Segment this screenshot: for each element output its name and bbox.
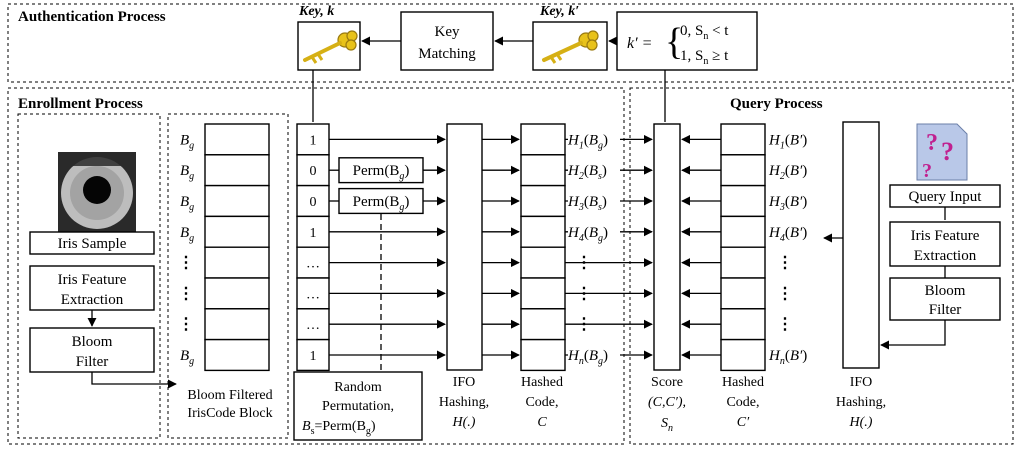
iris-sample-label: Iris Sample xyxy=(58,236,127,252)
score-line1: Score xyxy=(651,375,683,390)
hashed-enroll-line3: C xyxy=(537,415,547,430)
hashed-query-cell xyxy=(721,340,765,371)
svg-text:?: ? xyxy=(922,160,932,182)
hashed-query-cell xyxy=(721,309,765,340)
key-k-prime-label: Key, k′ xyxy=(539,4,579,19)
hashed-enroll-line2: Code, xyxy=(525,395,558,410)
iris-pupil xyxy=(83,176,111,204)
hash-output-query: Hn(B′) xyxy=(768,348,807,367)
query-input-label: Query Input xyxy=(909,189,983,205)
bloom-block-cell xyxy=(205,186,269,217)
svg-text:?: ? xyxy=(926,130,938,156)
hashed-query-cell xyxy=(721,247,765,278)
key-bit-value: 0 xyxy=(310,195,317,210)
query-feature-line2: Extraction xyxy=(914,248,977,264)
hashed-query-cell xyxy=(721,216,765,247)
hash-output-query: H1(B′) xyxy=(768,132,807,151)
bloom-block-cell xyxy=(205,155,269,186)
bg-label: Bg xyxy=(180,163,194,182)
query-bloom-line2: Filter xyxy=(929,302,962,318)
key-bit-value: 1 xyxy=(310,349,317,364)
ellipsis-vertical: ⋮ xyxy=(777,255,793,272)
hash-output-query: H4(B′) xyxy=(768,225,807,244)
hashed-enroll-cell xyxy=(521,186,565,217)
bloom-block-cell xyxy=(205,247,269,278)
hashed-query-cell xyxy=(721,278,765,309)
ellipsis-vertical: ⋮ xyxy=(178,255,194,272)
hashed-enroll-cell xyxy=(521,155,565,186)
iris-feature-line1: Iris Feature xyxy=(58,272,127,288)
bloom-block-cell xyxy=(205,340,269,371)
hashed-enroll-cell xyxy=(521,278,565,309)
ifo-query-line2: Hashing, xyxy=(836,395,886,410)
hash-output-query: H2(B′) xyxy=(768,163,807,182)
bg-label: Bg xyxy=(180,132,194,151)
key-matching-line2: Matching xyxy=(418,46,476,62)
hashed-query-cell xyxy=(721,124,765,155)
query-title: Query Process xyxy=(730,96,823,112)
ifo-hashing-query-box xyxy=(843,122,879,368)
svg-text:?: ? xyxy=(941,137,954,166)
query-bloom-line1: Bloom xyxy=(925,283,966,299)
key-k-label: Key, k xyxy=(298,4,334,19)
hashed-enroll-line1: Hashed xyxy=(521,375,563,390)
hashed-query-cell xyxy=(721,186,765,217)
arrow-bloom-to-block xyxy=(92,372,176,384)
key-bit-value: 1 xyxy=(310,133,317,148)
formula-lhs: k′ = xyxy=(627,35,652,52)
authentication-title: Authentication Process xyxy=(18,9,166,25)
key-matching-line1: Key xyxy=(435,24,460,40)
ifo-enroll-line2: Hashing, xyxy=(439,395,489,410)
bloom-block-caption1: Bloom Filtered xyxy=(187,388,272,403)
ellipsis-vertical: ⋮ xyxy=(576,255,592,272)
ifo-query-line1: IFO xyxy=(850,375,873,390)
ifo-query-line3: H(.) xyxy=(849,415,873,430)
iris-feature-line2: Extraction xyxy=(61,292,124,308)
ifo-enroll-line3: H(.) xyxy=(452,415,476,430)
bg-label: Bg xyxy=(180,225,194,244)
bloom-filter-line2: Filter xyxy=(76,354,109,370)
bloom-block-cell xyxy=(205,124,269,155)
hash-output-query: H3(B′) xyxy=(768,194,807,213)
key-bit-value: 0 xyxy=(310,164,317,179)
enrollment-title: Enrollment Process xyxy=(18,96,143,112)
bloom-block-caption2: IrisCode Block xyxy=(187,406,272,421)
ifo-enroll-line1: IFO xyxy=(453,375,476,390)
hashed-query-line1: Hashed xyxy=(722,375,764,390)
random-perm-line1: Random xyxy=(334,380,382,395)
key-bit-value: … xyxy=(306,257,320,272)
ifo-hashing-enroll-box xyxy=(447,124,482,370)
random-perm-line2: Permutation, xyxy=(322,399,394,414)
hashed-enroll-cell xyxy=(521,309,565,340)
hashed-query-line2: Code, xyxy=(726,395,759,410)
bloom-filter-line1: Bloom xyxy=(72,334,113,350)
bloom-block-cell xyxy=(205,216,269,247)
score-box xyxy=(654,124,680,370)
hashed-query-cell xyxy=(721,155,765,186)
question-icon: ? ? ? xyxy=(917,124,967,182)
ellipsis-vertical: ⋮ xyxy=(576,285,592,302)
bg-label: Bg xyxy=(180,348,194,367)
ellipsis-vertical: ⋮ xyxy=(178,285,194,302)
bloom-block-cell xyxy=(205,309,269,340)
hashed-enroll-cell xyxy=(521,247,565,278)
score-line3: Sn xyxy=(661,416,673,434)
hashed-query-line3: C′ xyxy=(737,415,750,430)
ellipsis-vertical: ⋮ xyxy=(576,316,592,333)
bloom-block-cell xyxy=(205,278,269,309)
query-feature-line1: Iris Feature xyxy=(911,228,980,244)
arrow-query-bloom-to-ifo xyxy=(881,320,945,345)
ellipsis-vertical: ⋮ xyxy=(178,316,194,333)
bg-label: Bg xyxy=(180,194,194,213)
hashed-enroll-cell xyxy=(521,216,565,247)
score-line2: (C,C′), xyxy=(648,395,686,410)
hashed-enroll-cell xyxy=(521,124,565,155)
hashed-enroll-cell xyxy=(521,340,565,371)
ellipsis-vertical: ⋮ xyxy=(777,316,793,333)
key-bit-value: 1 xyxy=(310,226,317,241)
key-bit-value: … xyxy=(306,287,320,302)
ellipsis-vertical: ⋮ xyxy=(777,285,793,302)
key-bit-value: … xyxy=(306,318,320,333)
